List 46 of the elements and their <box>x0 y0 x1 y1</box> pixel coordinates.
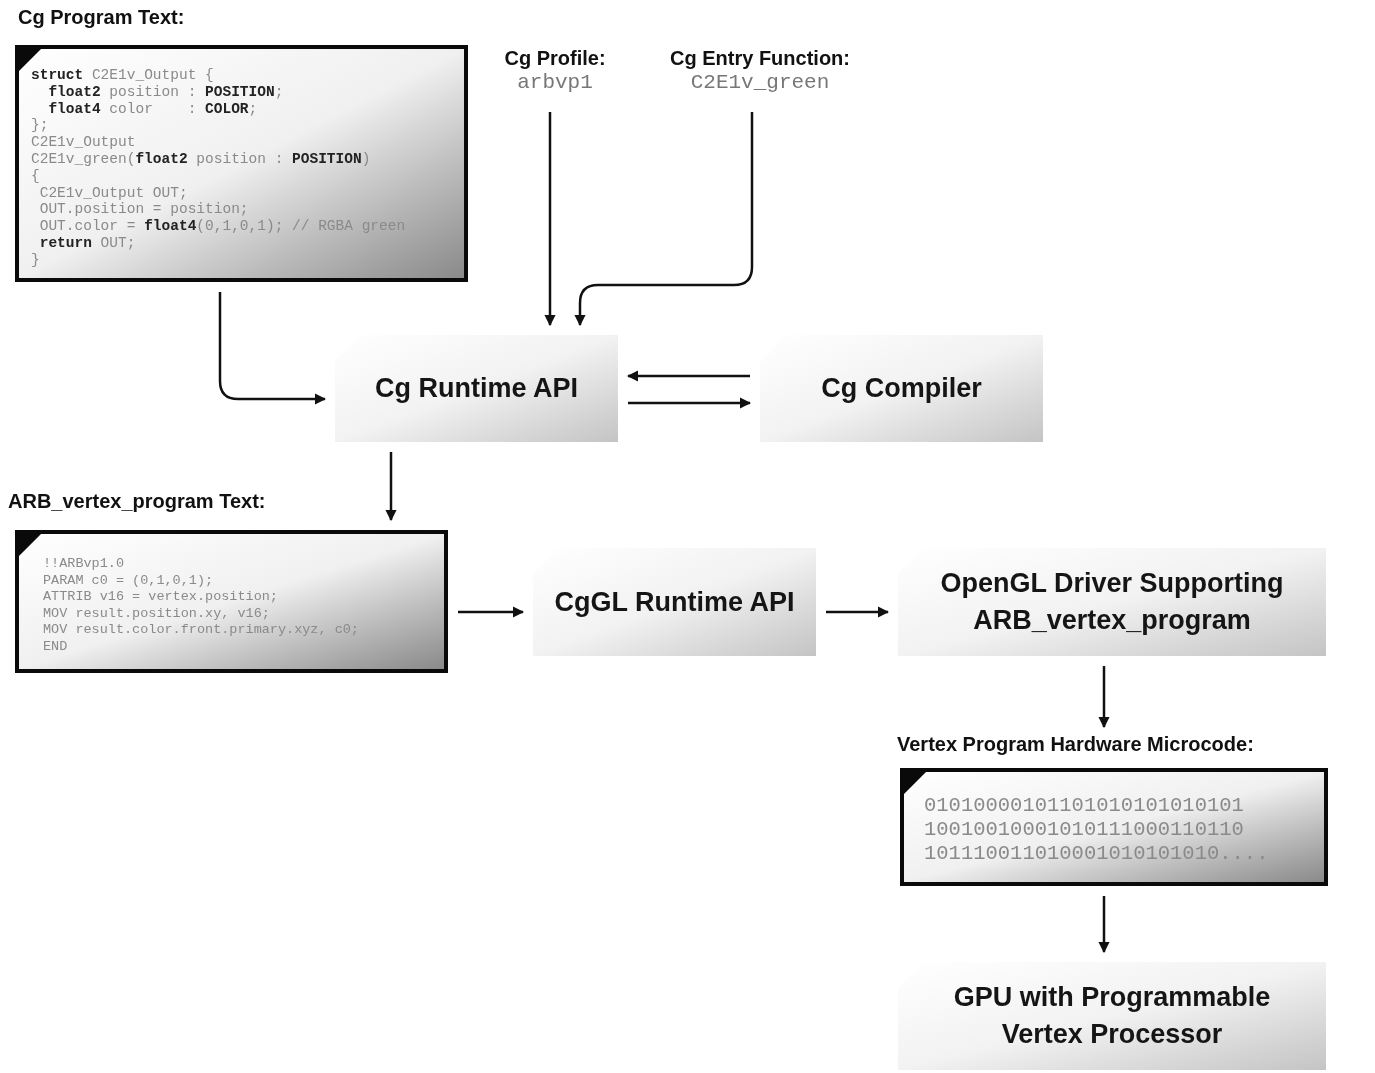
input-value: arbvp1 <box>517 70 593 96</box>
code-line: 10010010001010111000110110 <box>924 818 1245 842</box>
code-line: 01010000101101010101010101 <box>924 794 1245 818</box>
input-value: C2E1v_green <box>690 70 830 96</box>
code-line: struct C2E1v_Output { <box>31 67 215 84</box>
section-heading: Cg Program Text: <box>18 5 185 30</box>
arrow <box>626 370 750 382</box>
process-box <box>335 335 618 442</box>
arrow <box>1098 666 1110 729</box>
section-heading: Vertex Program Hardware Microcode: <box>897 732 1254 757</box>
code-line: PARAM c0 = (0,1,0,1); <box>43 572 215 589</box>
process-box <box>533 548 816 656</box>
code-line: 101110011010001010101010.... <box>924 842 1270 866</box>
arrow <box>1098 896 1110 954</box>
input-heading: Cg Profile: <box>504 46 606 70</box>
code-line: END <box>43 638 69 655</box>
code-line: !!ARBvp1.0 <box>43 556 125 573</box>
code-line: { <box>31 167 41 185</box>
code-line: float2 position : POSITION; <box>47 83 285 101</box>
arrow <box>628 397 752 409</box>
process-label: GPU with Programmable Vertex Processor <box>952 981 1272 1051</box>
process-label: Cg Runtime API <box>375 372 578 405</box>
process-box <box>898 962 1326 1070</box>
code-line: C2E1v_Output <box>31 134 137 151</box>
arrow <box>574 112 754 327</box>
process-label: CgGL Runtime API <box>554 585 795 619</box>
code-line: ATTRIB v16 = vertex.position; <box>43 589 279 606</box>
code-line: OUT.position = position; <box>38 201 250 219</box>
process-label: OpenGL Driver Supporting ARB_vertex_program <box>939 567 1285 637</box>
code-line: MOV result.position.xy, v16; <box>43 605 271 622</box>
code-line: } <box>31 251 41 269</box>
arrow <box>826 606 890 618</box>
code-line: }; <box>31 117 50 135</box>
code-line: float4 color : COLOR; <box>47 100 259 118</box>
arrow <box>458 606 525 618</box>
input-heading: Cg Entry Function: <box>670 46 850 70</box>
code-line: C2E1v_green(float2 position : POSITION) <box>31 151 372 168</box>
arrow <box>544 112 556 327</box>
arrow <box>218 292 327 405</box>
code-line: return OUT; <box>38 234 137 252</box>
section-heading: ARB_vertex_program Text: <box>8 489 266 514</box>
arrow <box>385 452 397 522</box>
process-box <box>898 548 1326 656</box>
code-line: C2E1v_Output OUT; <box>38 184 189 202</box>
process-box <box>760 335 1043 442</box>
process-label: Cg Compiler <box>821 372 982 405</box>
